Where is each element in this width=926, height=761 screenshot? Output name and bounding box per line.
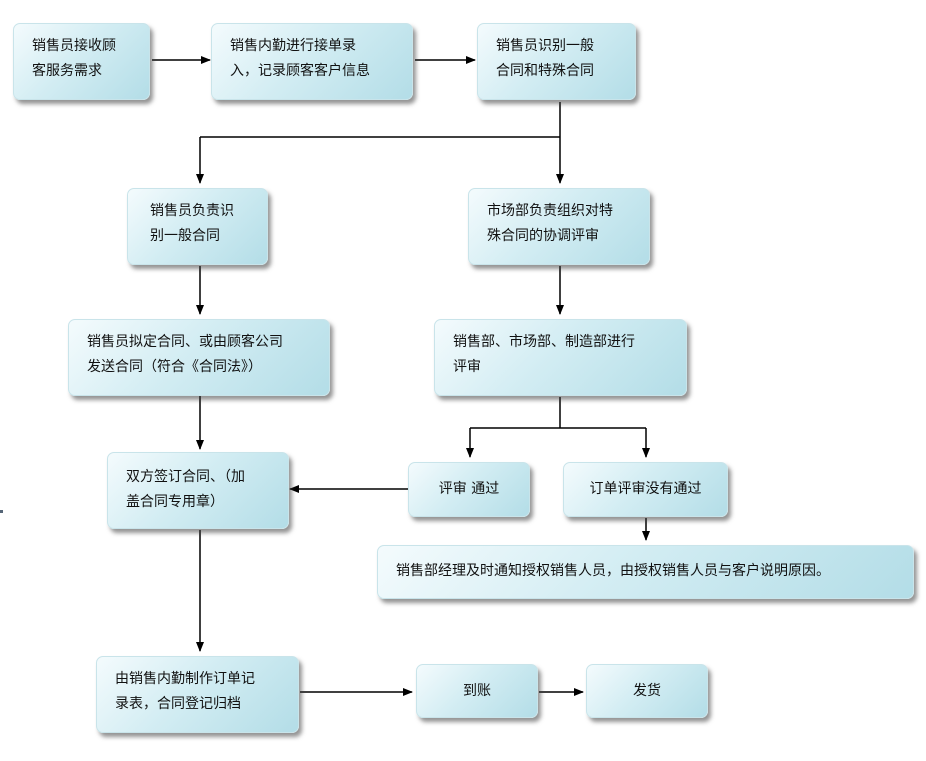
node-review-failed: 订单评审没有通过 [563,462,728,517]
node-record-archive: 由销售内勤制作订单记 录表，合同登记归档 [96,656,299,733]
node-general-contract: 销售员负责识 别一般合同 [127,188,268,265]
node-receive-request: 销售员接收顾 客服务需求 [13,23,150,100]
node-sign-contract: 双方签订合同、（加 盖合同专用章） [107,452,289,529]
node-joint-review: 销售部、市场部、制造部进行 评审 [434,319,687,396]
node-notify-customer: 销售部经理及时通知授权销售人员，由授权销售人员与客户说明原因。 [377,545,914,599]
edge-marker [0,510,3,513]
node-draft-contract: 销售员拟定合同、或由顾客公司 发送合同（符合《合同法》） [68,319,330,396]
node-order-entry: 销售内勤进行接单录 入，记录顾客客户信息 [211,23,413,100]
node-special-contract: 市场部负责组织对特 殊合同的协调评审 [468,188,650,265]
node-review-passed: 评审 通过 [408,462,530,517]
node-identify-contracts: 销售员识别一般 合同和特殊合同 [477,23,636,100]
node-payment-received: 到账 [416,664,538,718]
node-shipment: 发货 [586,664,708,718]
